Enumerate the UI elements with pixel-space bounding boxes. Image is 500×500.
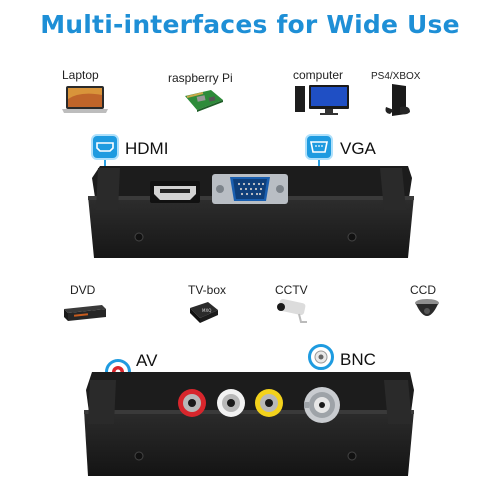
device-label-computer: computer — [293, 68, 344, 82]
bnc-port-connector — [304, 387, 340, 423]
vga-port-connector — [212, 174, 288, 204]
rca-port-white — [217, 389, 245, 417]
port-label-hdmi: HDMI — [125, 139, 169, 158]
device-label-dvd: DVD — [70, 283, 96, 297]
device-label-tv-box: TV-box — [188, 283, 227, 297]
hdmi-badge — [91, 134, 119, 160]
hdmi-port-connector — [150, 181, 200, 203]
cctv-camera-icon — [277, 298, 307, 323]
vga-badge — [305, 134, 333, 160]
vga-port-icon — [310, 141, 328, 153]
page-title: Multi-interfaces for Wide Use — [40, 10, 460, 39]
port-label-bnc: BNC — [340, 350, 376, 369]
rca-port-yellow — [255, 389, 283, 417]
tv-box-icon: MXQ — [190, 302, 218, 323]
rca-port-red — [178, 389, 206, 417]
hdmi-port-icon — [96, 142, 114, 152]
dome-camera-icon — [415, 299, 439, 316]
raspberry-pi-board-icon — [185, 90, 223, 112]
port-label-av: AV — [136, 351, 158, 370]
device-label-raspberry-pi: raspberry Pi — [168, 71, 233, 85]
device-label-ccd: CCD — [410, 283, 436, 297]
device-label-ps4-xbox: PS4/XBOX — [371, 71, 421, 82]
bnc-badge — [308, 344, 334, 370]
desktop-computer-icon — [295, 85, 349, 115]
dvd-player-icon — [64, 305, 106, 321]
bnc-port-icon — [314, 350, 328, 364]
device-label-cctv: CCTV — [275, 283, 308, 297]
port-label-vga: VGA — [340, 139, 376, 158]
svg-text:MXQ: MXQ — [202, 308, 211, 313]
laptop-icon — [62, 86, 108, 113]
game-console-icon — [385, 84, 410, 116]
device-label-laptop: Laptop — [62, 68, 99, 82]
